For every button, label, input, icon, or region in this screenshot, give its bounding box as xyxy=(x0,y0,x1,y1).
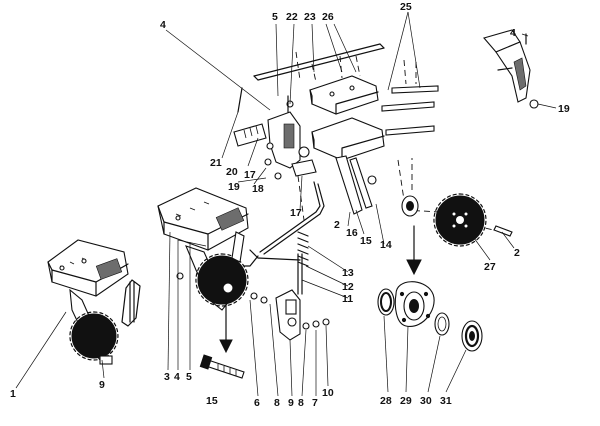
callout-12: 12 xyxy=(342,281,354,293)
callout-22: 22 xyxy=(286,11,298,23)
right-sprocket-assembly xyxy=(377,193,513,352)
callout-15-bolt: 15 xyxy=(206,395,218,407)
middle-sprocket xyxy=(195,253,249,307)
callout-8: 8 xyxy=(274,397,280,409)
callout-16: 16 xyxy=(346,227,358,239)
callout-labels: 1 9 3 4 5 15 6 8 9 8 7 10 11 12 13 14 15… xyxy=(10,1,570,409)
callout-30: 30 xyxy=(420,395,432,407)
callout-10: 10 xyxy=(322,387,334,399)
callout-4-right: 4 xyxy=(510,27,516,39)
left-sprocket xyxy=(69,311,119,361)
callout-2-right: 2 xyxy=(514,247,520,259)
callout-5-mid: 5 xyxy=(186,371,192,383)
callout-7: 7 xyxy=(312,397,318,409)
callout-31: 31 xyxy=(440,395,452,407)
callout-17-left: 17 xyxy=(244,169,256,181)
callout-29: 29 xyxy=(400,395,412,407)
middle-pedal-assembly xyxy=(157,187,249,379)
callout-23: 23 xyxy=(304,11,316,23)
callout-26: 26 xyxy=(322,11,334,23)
callout-21: 21 xyxy=(210,157,222,169)
top-right-bracket xyxy=(483,29,539,109)
callout-6: 6 xyxy=(254,397,260,409)
callout-8b: 8 xyxy=(298,397,304,409)
callout-28: 28 xyxy=(380,395,392,407)
callout-1: 1 xyxy=(10,388,16,400)
callout-19-left: 19 xyxy=(228,181,240,193)
callout-25: 25 xyxy=(400,1,412,13)
left-pedal-assembly xyxy=(47,239,141,365)
upper-bracket-assembly xyxy=(233,43,439,255)
callout-13: 13 xyxy=(342,267,354,279)
callout-17: 17 xyxy=(290,207,302,219)
callout-15: 15 xyxy=(360,235,372,247)
callout-4-top: 4 xyxy=(160,19,166,31)
callout-14: 14 xyxy=(380,239,392,251)
callout-9-left: 9 xyxy=(99,379,105,391)
callout-11: 11 xyxy=(342,293,353,305)
callout-2-mid: 2 xyxy=(334,219,340,231)
callout-5-top: 5 xyxy=(272,11,278,23)
leader-lines xyxy=(15,11,557,397)
callout-27: 27 xyxy=(484,261,496,273)
callout-3: 3 xyxy=(164,371,170,383)
callout-19-right: 19 xyxy=(558,103,570,115)
callout-9: 9 xyxy=(288,397,294,409)
callout-18: 18 xyxy=(252,183,264,195)
callout-20: 20 xyxy=(226,166,238,178)
callout-4-mid: 4 xyxy=(174,371,180,383)
lever-spring-group xyxy=(243,231,330,341)
